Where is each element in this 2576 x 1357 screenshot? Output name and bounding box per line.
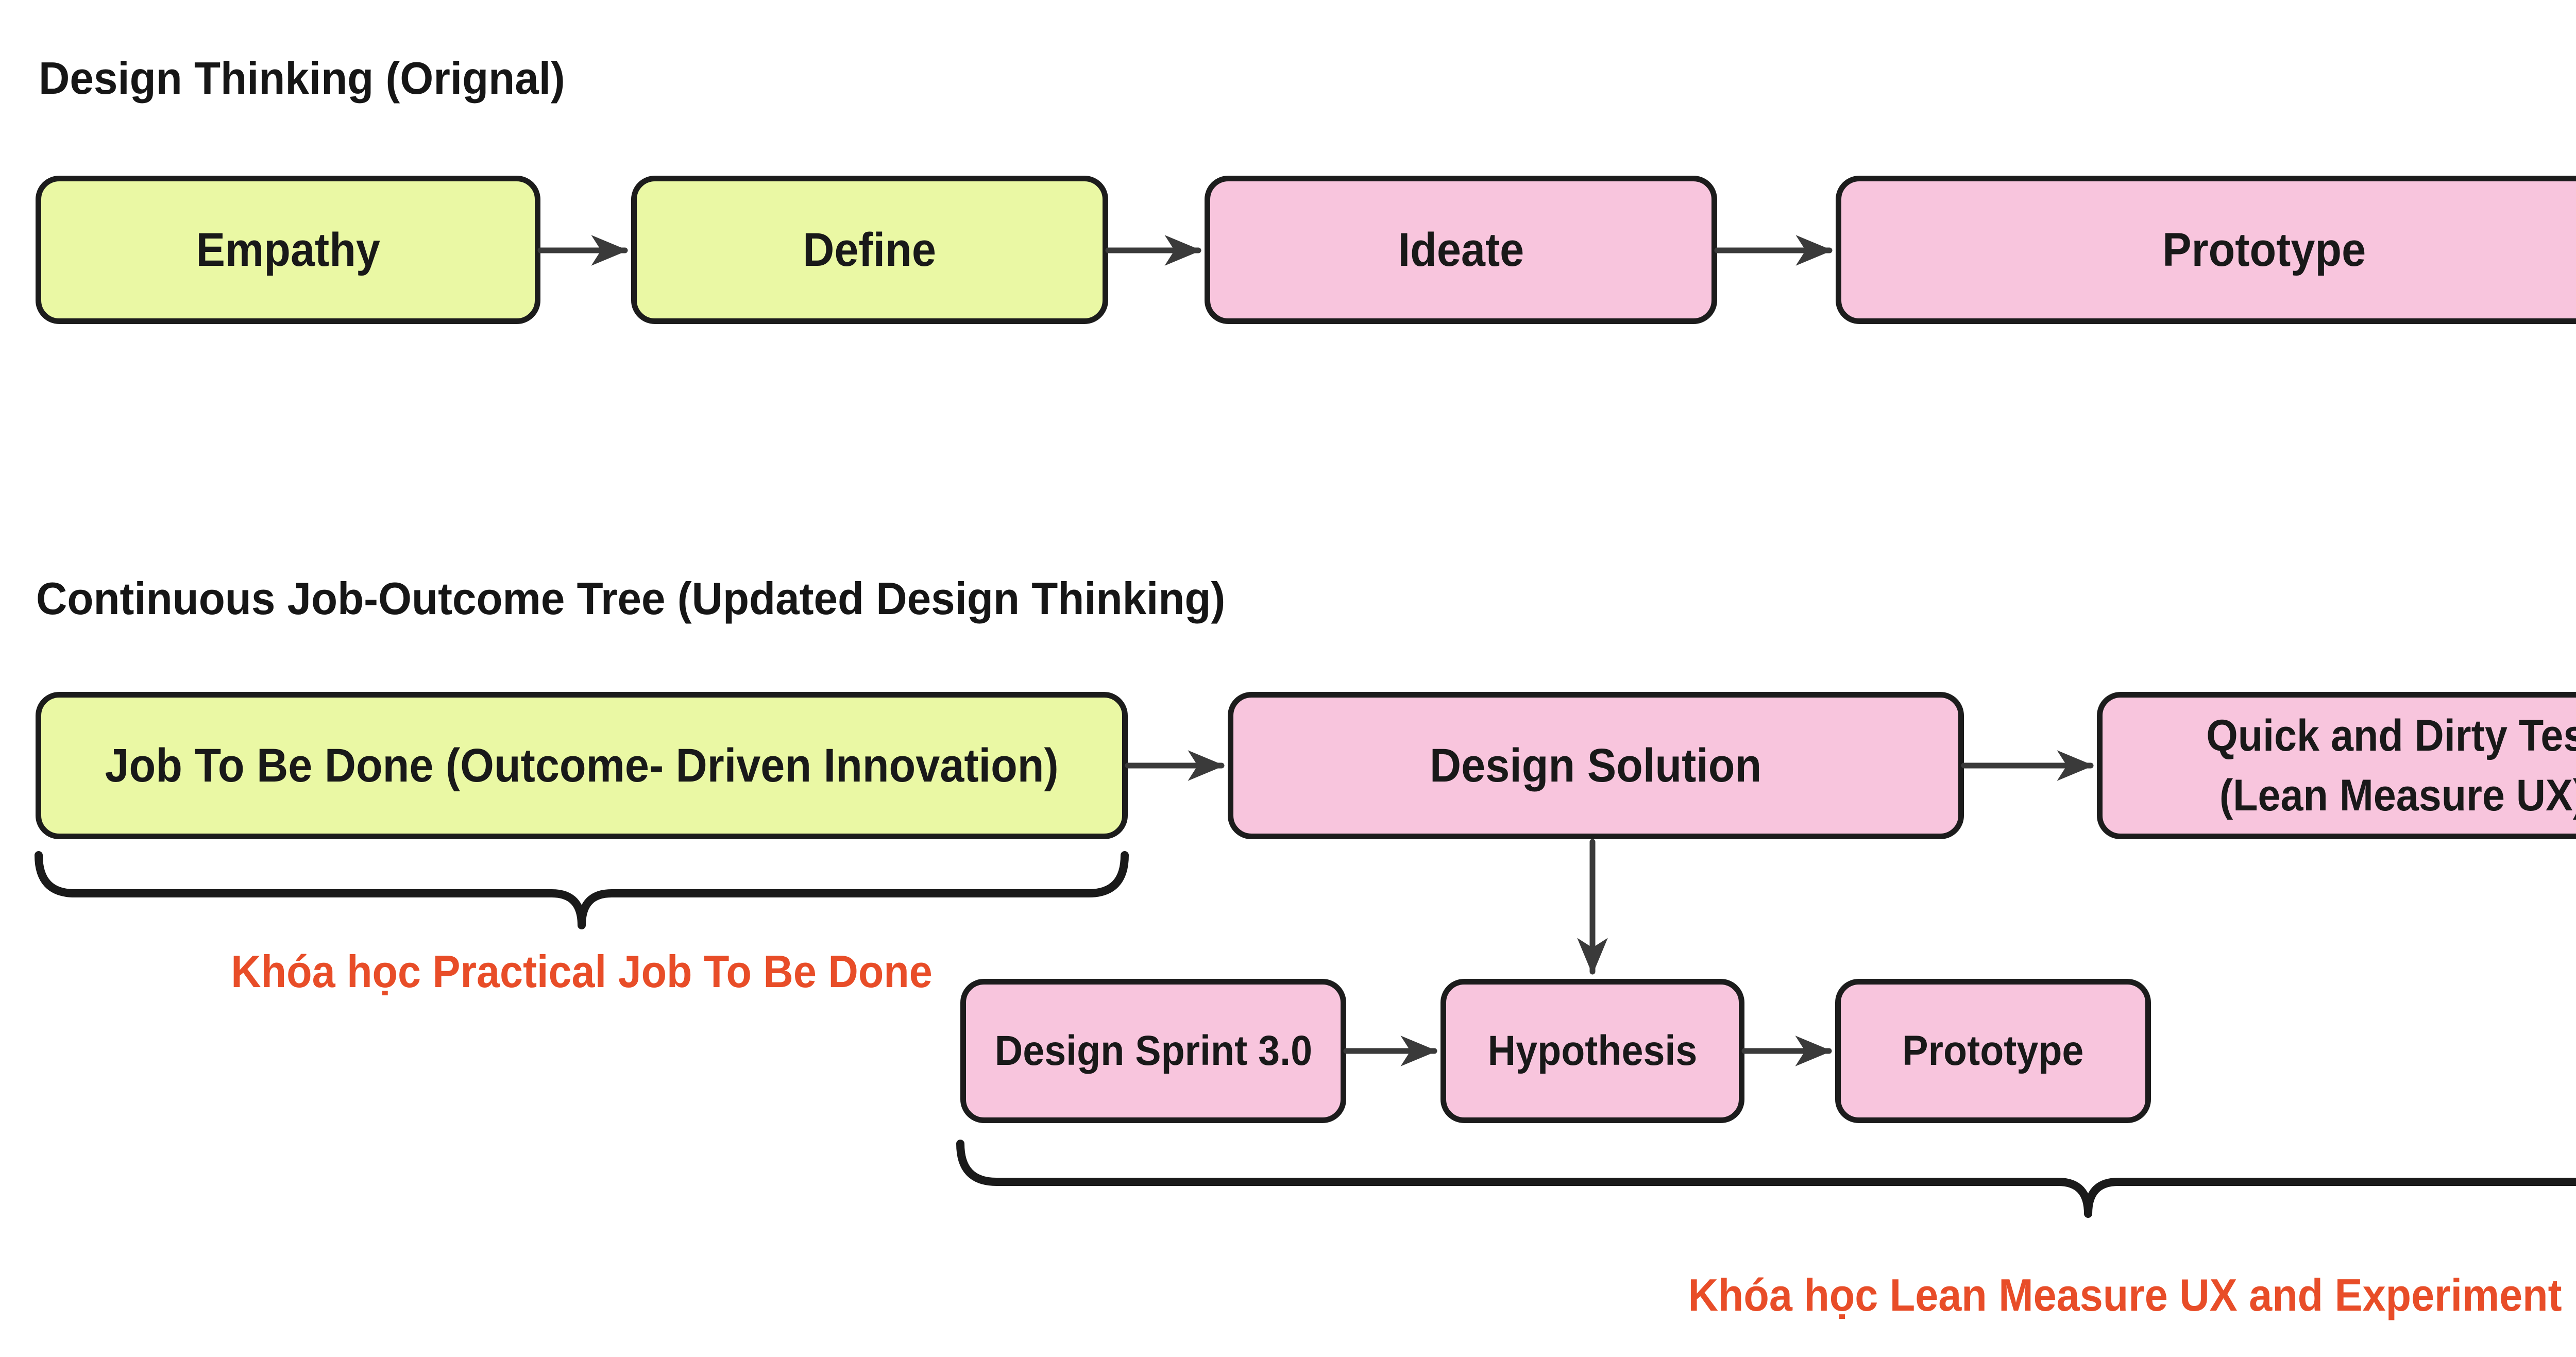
node-prototype-label: Prototype bbox=[2162, 223, 2366, 276]
node-job-to-be-done: Job To Be Done (Outcome- Driven Innovati… bbox=[36, 692, 1128, 839]
node-empathy: Empathy bbox=[36, 176, 540, 324]
annotation-lean-measure-ux-experiment: Khóa học Lean Measure UX and Experiment bbox=[1688, 1269, 2562, 1320]
node-job-to-be-done-label: Job To Be Done (Outcome- Driven Innovati… bbox=[105, 739, 1059, 792]
node-quick-and-dirty-test: Quick and Dirty Test (Lean Measure UX) bbox=[2097, 692, 2576, 839]
node-hypothesis-label: Hypothesis bbox=[1487, 1027, 1698, 1074]
annotation-practical-job-to-be-done: Khóa học Practical Job To Be Done bbox=[231, 946, 933, 997]
node-prototype: Prototype bbox=[1836, 176, 2576, 324]
node-define: Define bbox=[631, 176, 1108, 324]
node-ideate: Ideate bbox=[1205, 176, 1717, 324]
node-design-solution-label: Design Solution bbox=[1430, 739, 1762, 792]
diagram1-title: Design Thinking (Orignal) bbox=[39, 53, 565, 104]
node-design-sprint-3-0-label: Design Sprint 3.0 bbox=[994, 1027, 1312, 1074]
node-quick-and-dirty-test-label: Quick and Dirty Test (Lean Measure UX) bbox=[2206, 710, 2576, 820]
node-design-solution: Design Solution bbox=[1228, 692, 1964, 839]
node-prototype-sub-label: Prototype bbox=[1902, 1027, 2084, 1074]
node-prototype-sub: Prototype bbox=[1835, 979, 2151, 1123]
diagram2-title: Continuous Job-Outcome Tree (Updated Des… bbox=[36, 573, 1226, 624]
curly-brace-lean-measure-ux bbox=[956, 1140, 2576, 1218]
node-empathy-label: Empathy bbox=[196, 223, 380, 276]
node-define-label: Define bbox=[803, 223, 937, 276]
node-design-sprint-3-0: Design Sprint 3.0 bbox=[960, 979, 1346, 1123]
node-ideate-label: Ideate bbox=[1398, 223, 1524, 276]
curly-brace-practical-jtbd bbox=[35, 851, 1129, 929]
node-hypothesis: Hypothesis bbox=[1440, 979, 1744, 1123]
